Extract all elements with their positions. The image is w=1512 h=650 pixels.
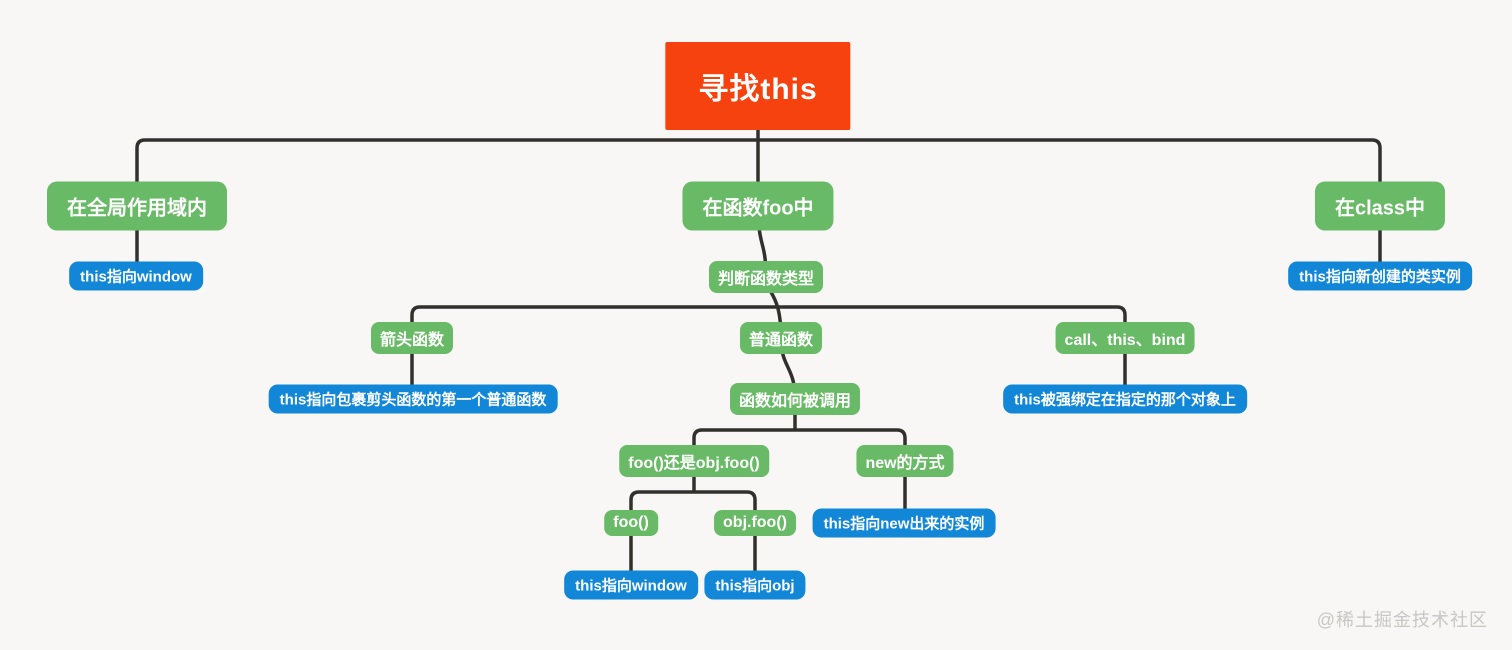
node-class-this: this指向新创建的类实例 [1288,261,1472,291]
node-obj-foo-this: this指向obj [704,570,806,600]
node-foo-call-this: this指向window [564,570,698,600]
node-new-way: new的方式 [856,445,954,477]
node-bind-this: this被强绑定在指定的那个对象上 [1003,384,1247,414]
node-root: 寻找this [665,42,851,130]
node-arrow-this: this指向包裹剪头函数的第一个普通函数 [268,384,558,414]
connector-path [135,84,1382,587]
node-in-function-foo: 在函数foo中 [682,181,834,231]
node-obj-foo-call: obj.foo() [714,510,796,536]
node-foo-call: foo() [604,510,658,536]
node-arrow-function: 箭头函数 [370,322,454,354]
node-normal-function: 普通函数 [739,322,823,354]
node-global-scope: 在全局作用域内 [47,181,227,231]
node-foo-or-objfoo: foo()还是obj.foo() [619,445,769,477]
node-how-function-called: 函数如何被调用 [729,383,861,415]
node-in-class: 在class中 [1314,181,1446,231]
juejin-watermark: @稀土掘金技术社区 [1316,610,1488,630]
node-global-this: this指向window [69,261,203,291]
node-judge-function-type: 判断函数类型 [708,261,824,293]
node-new-this: this指向new出来的实例 [812,508,996,538]
node-call-this-bind: call、this、bind [1055,322,1195,354]
